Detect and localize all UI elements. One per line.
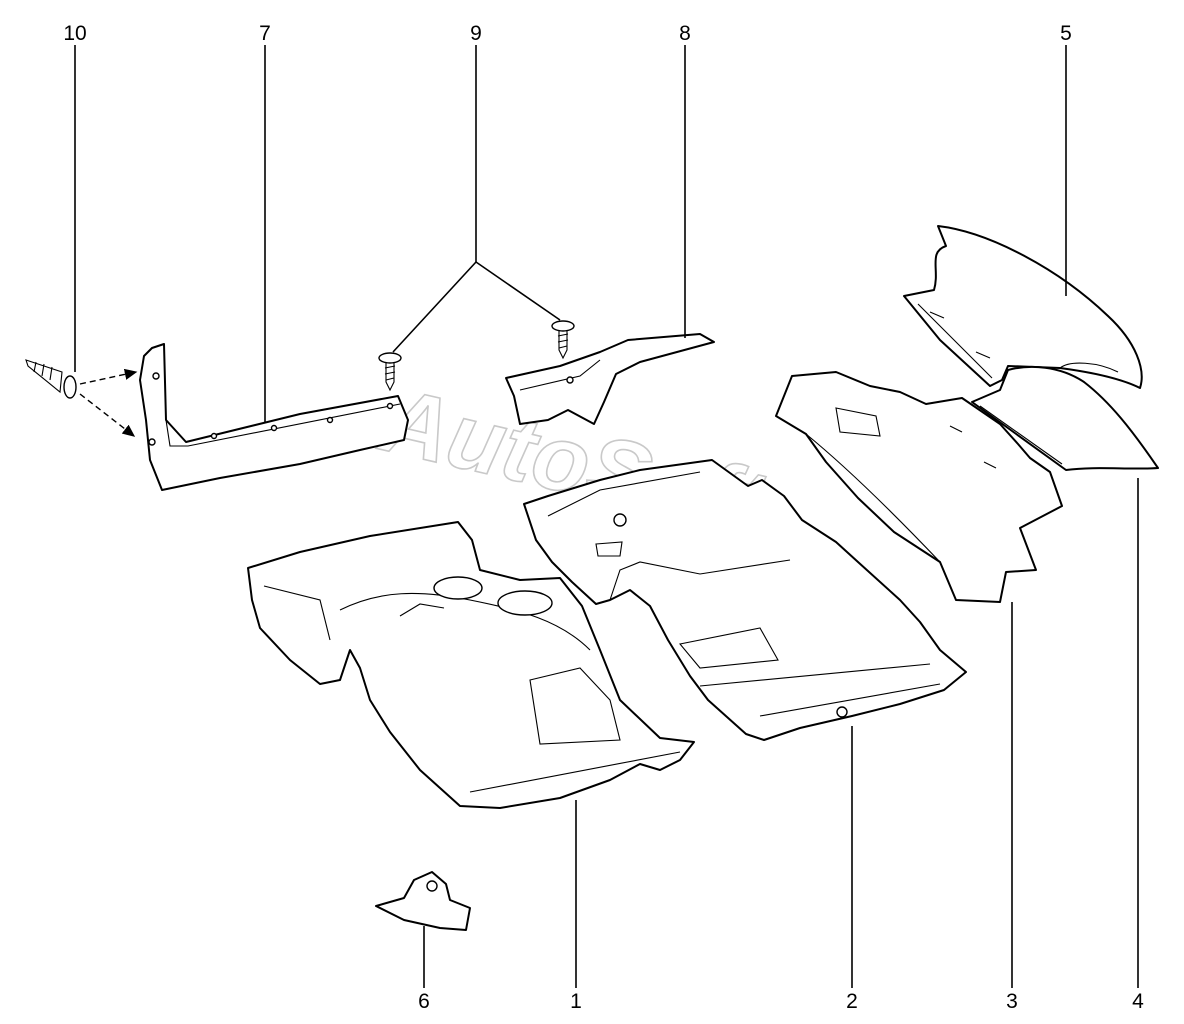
callout-7: 7 xyxy=(259,22,271,45)
callout-4: 4 xyxy=(1132,990,1144,1013)
callout-1: 1 xyxy=(570,990,582,1013)
screw-left xyxy=(378,352,402,392)
part-3-rear-insulation xyxy=(775,371,1063,603)
part-10-screw xyxy=(25,359,77,399)
callout-5: 5 xyxy=(1060,22,1072,45)
part-7-side-trim xyxy=(139,343,409,491)
callouts: 10 7 9 8 5 6 1 2 3 4 xyxy=(63,22,1144,1013)
callout-6: 6 xyxy=(418,990,430,1013)
callout-3: 3 xyxy=(1006,990,1018,1013)
part-9-screws xyxy=(378,320,575,392)
part-8-tunnel-trim xyxy=(505,333,715,425)
screw-right xyxy=(551,320,575,360)
part-2-rear-carpet xyxy=(523,459,967,741)
part-4-shelf-panel xyxy=(971,365,1159,471)
callout-10: 10 xyxy=(63,22,86,45)
callout-8: 8 xyxy=(679,22,691,45)
callout-2: 2 xyxy=(846,990,858,1013)
part-1-front-carpet xyxy=(247,521,695,809)
callout-9: 9 xyxy=(470,22,482,45)
part-5-parcel-shelf xyxy=(903,225,1143,389)
part-6-bracket xyxy=(375,871,471,931)
assembly-arrows xyxy=(79,368,138,437)
leader-lines xyxy=(74,45,1139,988)
